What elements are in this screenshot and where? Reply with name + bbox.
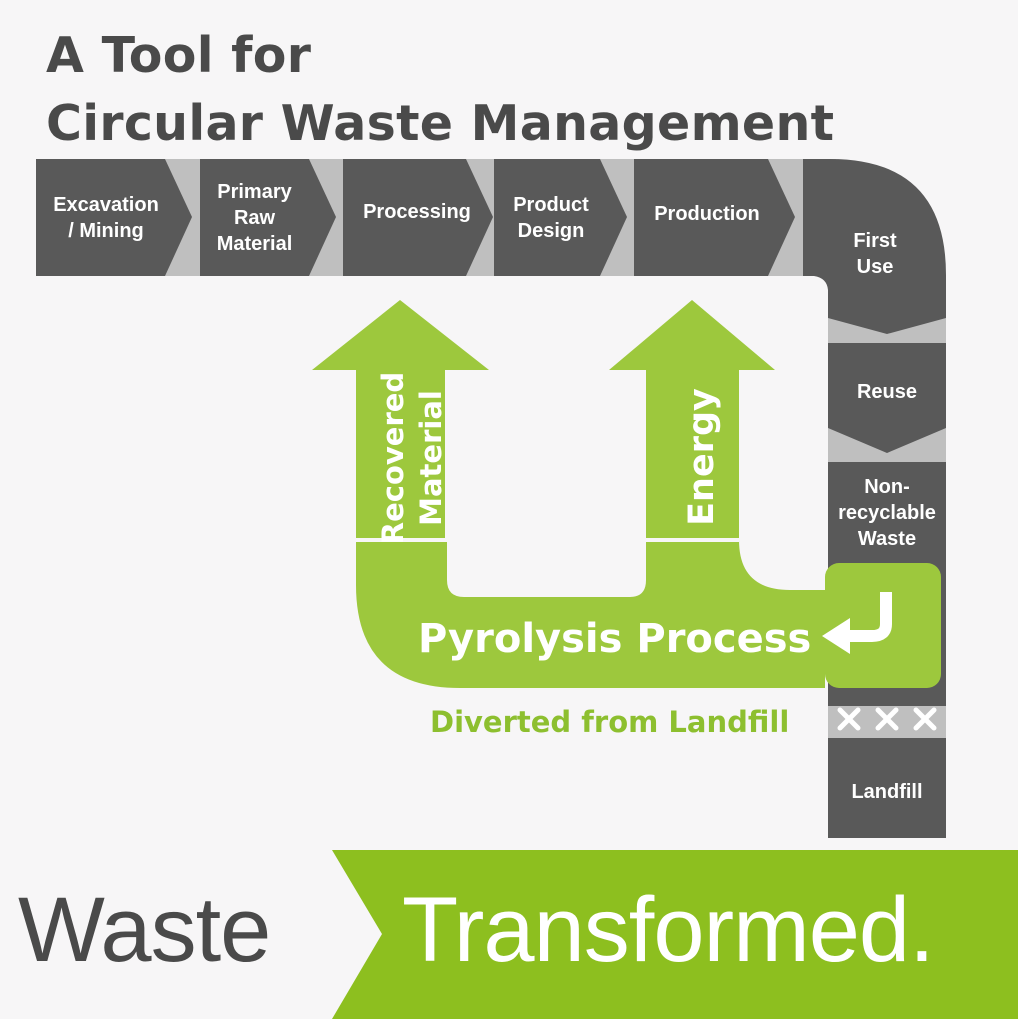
label-recovered-material: Recovered Material [376, 371, 448, 545]
step-label-landfill: Landfill [851, 781, 923, 803]
step-block-first-use [803, 159, 946, 310]
first-use-chevron [828, 310, 946, 334]
recovered-material-arrow [312, 300, 489, 538]
step-block-product-design [494, 159, 627, 276]
title-line-1: A Tool for [46, 27, 312, 84]
step-label-non-recyclable: Non- recyclable Waste [838, 476, 936, 550]
brand-word-transformed: Transformed. [402, 879, 935, 981]
step-label-product-design: Product Design [513, 193, 589, 242]
step-block-processing [343, 159, 493, 276]
step-label-excavation: Excavation / Mining [53, 193, 159, 242]
return-arrow-icon [822, 592, 892, 654]
step-label-primary-raw-material: Primary Raw Material [216, 180, 293, 255]
diverted-label: Diverted from Landfill [430, 705, 790, 739]
step-label-first-use: First Use [853, 230, 897, 278]
step-label-production: Production [654, 202, 760, 225]
pyrolysis-label: Pyrolysis Process [418, 616, 812, 662]
step-label-reuse: Reuse [856, 381, 918, 403]
brand-word-waste: Waste [18, 879, 271, 981]
step-block-reuse [828, 343, 946, 453]
pyrolysis-pipe [356, 540, 825, 688]
title-line-2: Circular Waste Management [46, 95, 835, 152]
cross-icon [837, 707, 937, 731]
page-title: A Tool for Circular Waste Management [46, 22, 834, 158]
brand-banner [332, 850, 1018, 1019]
step-block-primary-raw-material [200, 159, 336, 276]
step-label-processing: Processing [363, 200, 471, 223]
step-block-excavation [36, 159, 192, 276]
step-block-production [634, 159, 795, 276]
label-energy: Energy [682, 388, 722, 526]
step-block-landfill [828, 738, 946, 838]
energy-arrow [609, 300, 775, 538]
